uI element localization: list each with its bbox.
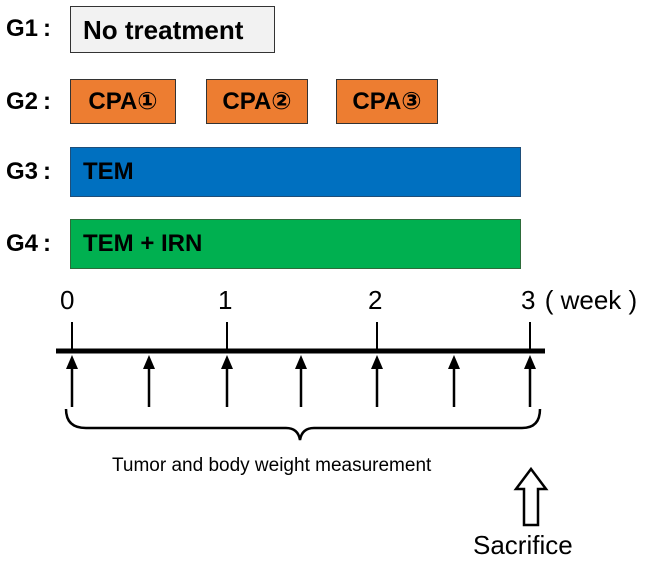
g4-label: G4 bbox=[6, 230, 39, 257]
measurement-label: Tumor and body weight measurement bbox=[112, 455, 432, 476]
treatment-text-tem-irn: TEM + IRN bbox=[83, 230, 203, 257]
g3-separator: : bbox=[43, 158, 52, 185]
treatment-box-cpa-1: CPA① bbox=[70, 79, 176, 124]
timeline-tick-1: 1 bbox=[218, 285, 233, 315]
sacrifice-arrow bbox=[513, 466, 549, 527]
group-label-g3: G3: bbox=[6, 160, 51, 184]
treatment-text-cpa-3: CPA③ bbox=[352, 87, 422, 115]
g1-separator: : bbox=[43, 15, 52, 42]
group-label-g1: G1: bbox=[6, 17, 51, 41]
treatment-text-cpa-2: CPA② bbox=[222, 87, 292, 115]
arrowhead bbox=[143, 355, 155, 369]
group-label-g2: G2: bbox=[6, 90, 51, 114]
g2-label: G2 bbox=[6, 88, 39, 115]
treatment-box-no-treatment: No treatment bbox=[70, 6, 275, 53]
g4-separator: : bbox=[43, 230, 52, 257]
treatment-box-tem-irn: TEM + IRN bbox=[70, 219, 521, 269]
timeline-tick-0: 0 bbox=[60, 285, 75, 315]
timeline-tick-2: 2 bbox=[368, 285, 383, 315]
treatment-text-cpa-1: CPA① bbox=[88, 87, 158, 115]
arrowhead bbox=[524, 355, 536, 369]
treatment-box-cpa-3: CPA③ bbox=[336, 79, 438, 124]
treatment-text-g1: No treatment bbox=[83, 14, 244, 45]
sacrifice-label: Sacrifice bbox=[473, 530, 573, 560]
timeline-unit: ( week ) bbox=[544, 285, 638, 315]
arrowhead bbox=[295, 355, 307, 369]
treatment-box-cpa-2: CPA② bbox=[206, 79, 308, 124]
group-label-g4: G4: bbox=[6, 232, 51, 256]
measurement-arrowheads bbox=[66, 355, 536, 369]
g2-separator: : bbox=[43, 88, 52, 115]
timeline-tick-3-value: 3 bbox=[521, 285, 536, 315]
timeline-tick-3: 3 ( week ) bbox=[521, 287, 637, 313]
arrowhead bbox=[221, 355, 233, 369]
arrowhead bbox=[448, 355, 460, 369]
measurement-brace bbox=[64, 408, 542, 441]
treatment-text-tem: TEM bbox=[83, 158, 134, 185]
arrowhead bbox=[66, 355, 78, 369]
treatment-box-tem: TEM bbox=[70, 147, 521, 197]
g3-label: G3 bbox=[6, 158, 39, 185]
g1-label: G1 bbox=[6, 15, 39, 42]
arrowhead bbox=[371, 355, 383, 369]
